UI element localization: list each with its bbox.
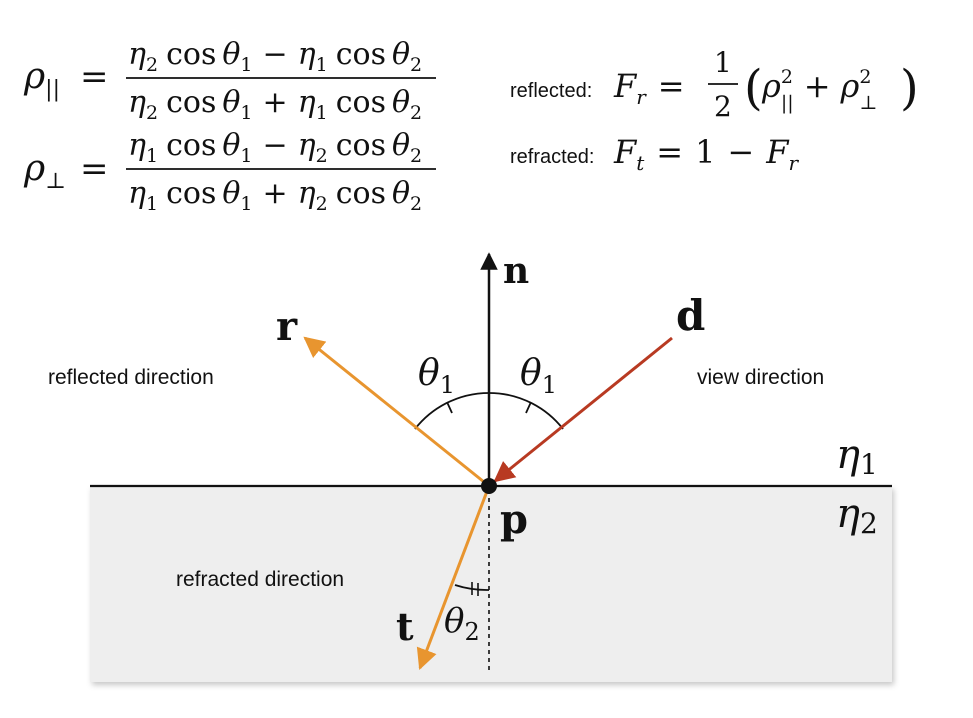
refraction-diagram: n d r t p θ1 θ1 θ2 η1 η2 reflected direc… — [48, 250, 892, 682]
refracted-ray — [416, 485, 491, 670]
refract-label: t — [396, 604, 414, 649]
equals-sign: = — [80, 149, 109, 189]
theta1-arc — [414, 392, 564, 430]
theta1-tick-right — [525, 401, 532, 414]
rho-symbol: ρ — [23, 148, 45, 189]
equals-sign: = — [80, 57, 109, 97]
left-paren: ( — [744, 60, 763, 116]
view-direction-ray — [493, 336, 673, 483]
theta1-right-label: θ1 — [520, 353, 557, 399]
view-label: d — [676, 291, 705, 340]
theta1-tick-left — [446, 401, 453, 414]
svg-text:ρ||: ρ|| — [23, 56, 60, 102]
reflected-ray — [303, 336, 490, 488]
rho-symbol: ρ — [23, 56, 45, 97]
normal-label: n — [503, 250, 529, 292]
fr-rhs: ρ2||+ρ2⊥ — [761, 66, 877, 114]
ft-expression: Ft=1−Fr — [613, 133, 799, 175]
reflected-direction-label: reflected direction — [48, 366, 214, 389]
refracted-direction-label: refracted direction — [176, 568, 344, 591]
rho-subscript: || — [45, 77, 60, 102]
reflected-label: reflected: — [510, 80, 592, 102]
rho-subscript: ⊥ — [45, 169, 66, 194]
theta1-left-label: θ1 — [418, 353, 455, 399]
refracted-label: refracted: — [510, 146, 594, 168]
eta2-label: η2 — [836, 491, 878, 540]
view-direction-label: view direction — [697, 366, 824, 389]
fr-lhs: Fr= — [613, 67, 685, 109]
right-paren: ) — [900, 60, 919, 116]
half-denominator: 2 — [714, 90, 732, 123]
reflect-label: r — [276, 303, 298, 350]
eta1-label: η1 — [836, 432, 878, 481]
point-p-dot — [481, 478, 497, 494]
formula-reflected: reflected: Fr= 1 2 ( ρ2||+ρ2⊥ ) — [510, 46, 919, 123]
formula-refracted: refracted: Ft=1−Fr — [510, 133, 799, 175]
theta2-label: θ2 — [444, 601, 480, 646]
svg-text:ρ⊥: ρ⊥ — [23, 148, 66, 194]
point-label: p — [500, 496, 528, 543]
lower-medium — [90, 486, 892, 682]
half-numerator: 1 — [714, 46, 732, 79]
